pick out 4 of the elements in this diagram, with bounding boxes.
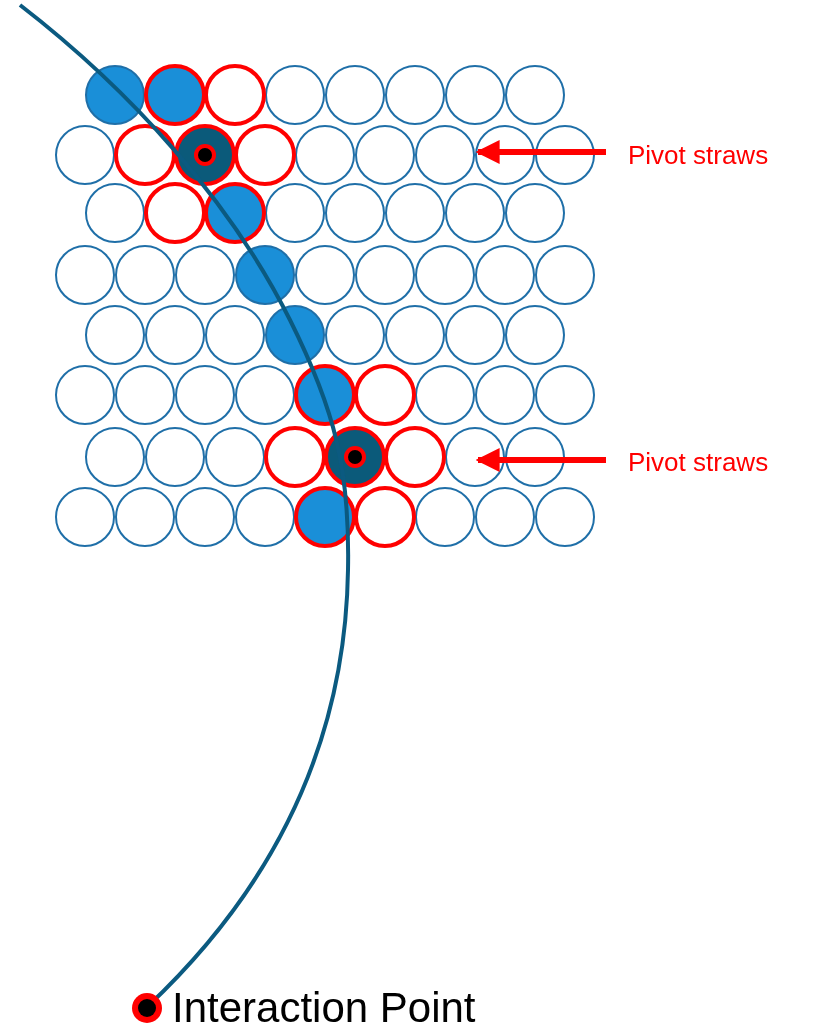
pivot-straws-label: Pivot straws [628,140,769,170]
interaction-point-label: Interaction Point [172,984,476,1030]
pivot-straws-label: Pivot straws [628,447,769,477]
leader-arrow [475,448,606,472]
